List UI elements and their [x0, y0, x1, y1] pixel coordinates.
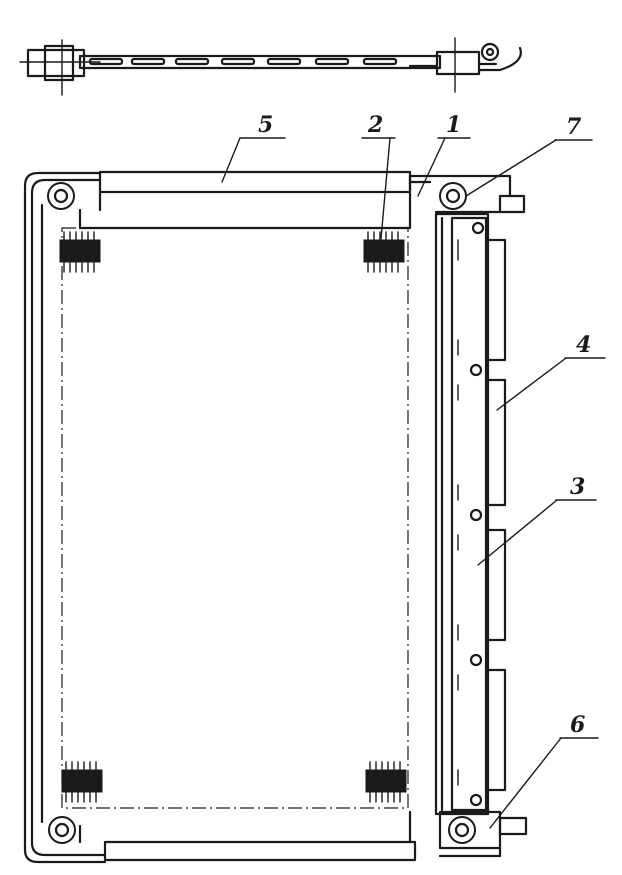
board-frame [23, 170, 512, 864]
label-5: 5 [258, 112, 273, 138]
callout-1: 1 [417, 112, 471, 197]
chip-top-right [363, 231, 405, 273]
bar-slots [88, 57, 398, 66]
label-3: 3 [570, 474, 585, 500]
callout-7: 7 [465, 114, 593, 197]
label-4: 4 [576, 332, 591, 358]
label-2: 2 [367, 112, 383, 138]
connector-assembly [434, 194, 528, 858]
side-view [19, 37, 522, 96]
callout-6: 6 [489, 712, 599, 829]
chip-bottom-left [61, 761, 103, 803]
board-outline [61, 227, 409, 809]
label-6: 6 [570, 712, 585, 738]
callout-2: 2 [361, 112, 396, 251]
callout-4: 4 [496, 332, 606, 411]
chip-top-left [59, 231, 101, 273]
mounting-holes [47, 182, 476, 844]
chip-bottom-right [365, 761, 407, 803]
label-7: 7 [566, 114, 582, 140]
callout-5: 5 [221, 112, 286, 183]
callout-3: 3 [477, 474, 597, 566]
label-1: 1 [446, 112, 461, 138]
